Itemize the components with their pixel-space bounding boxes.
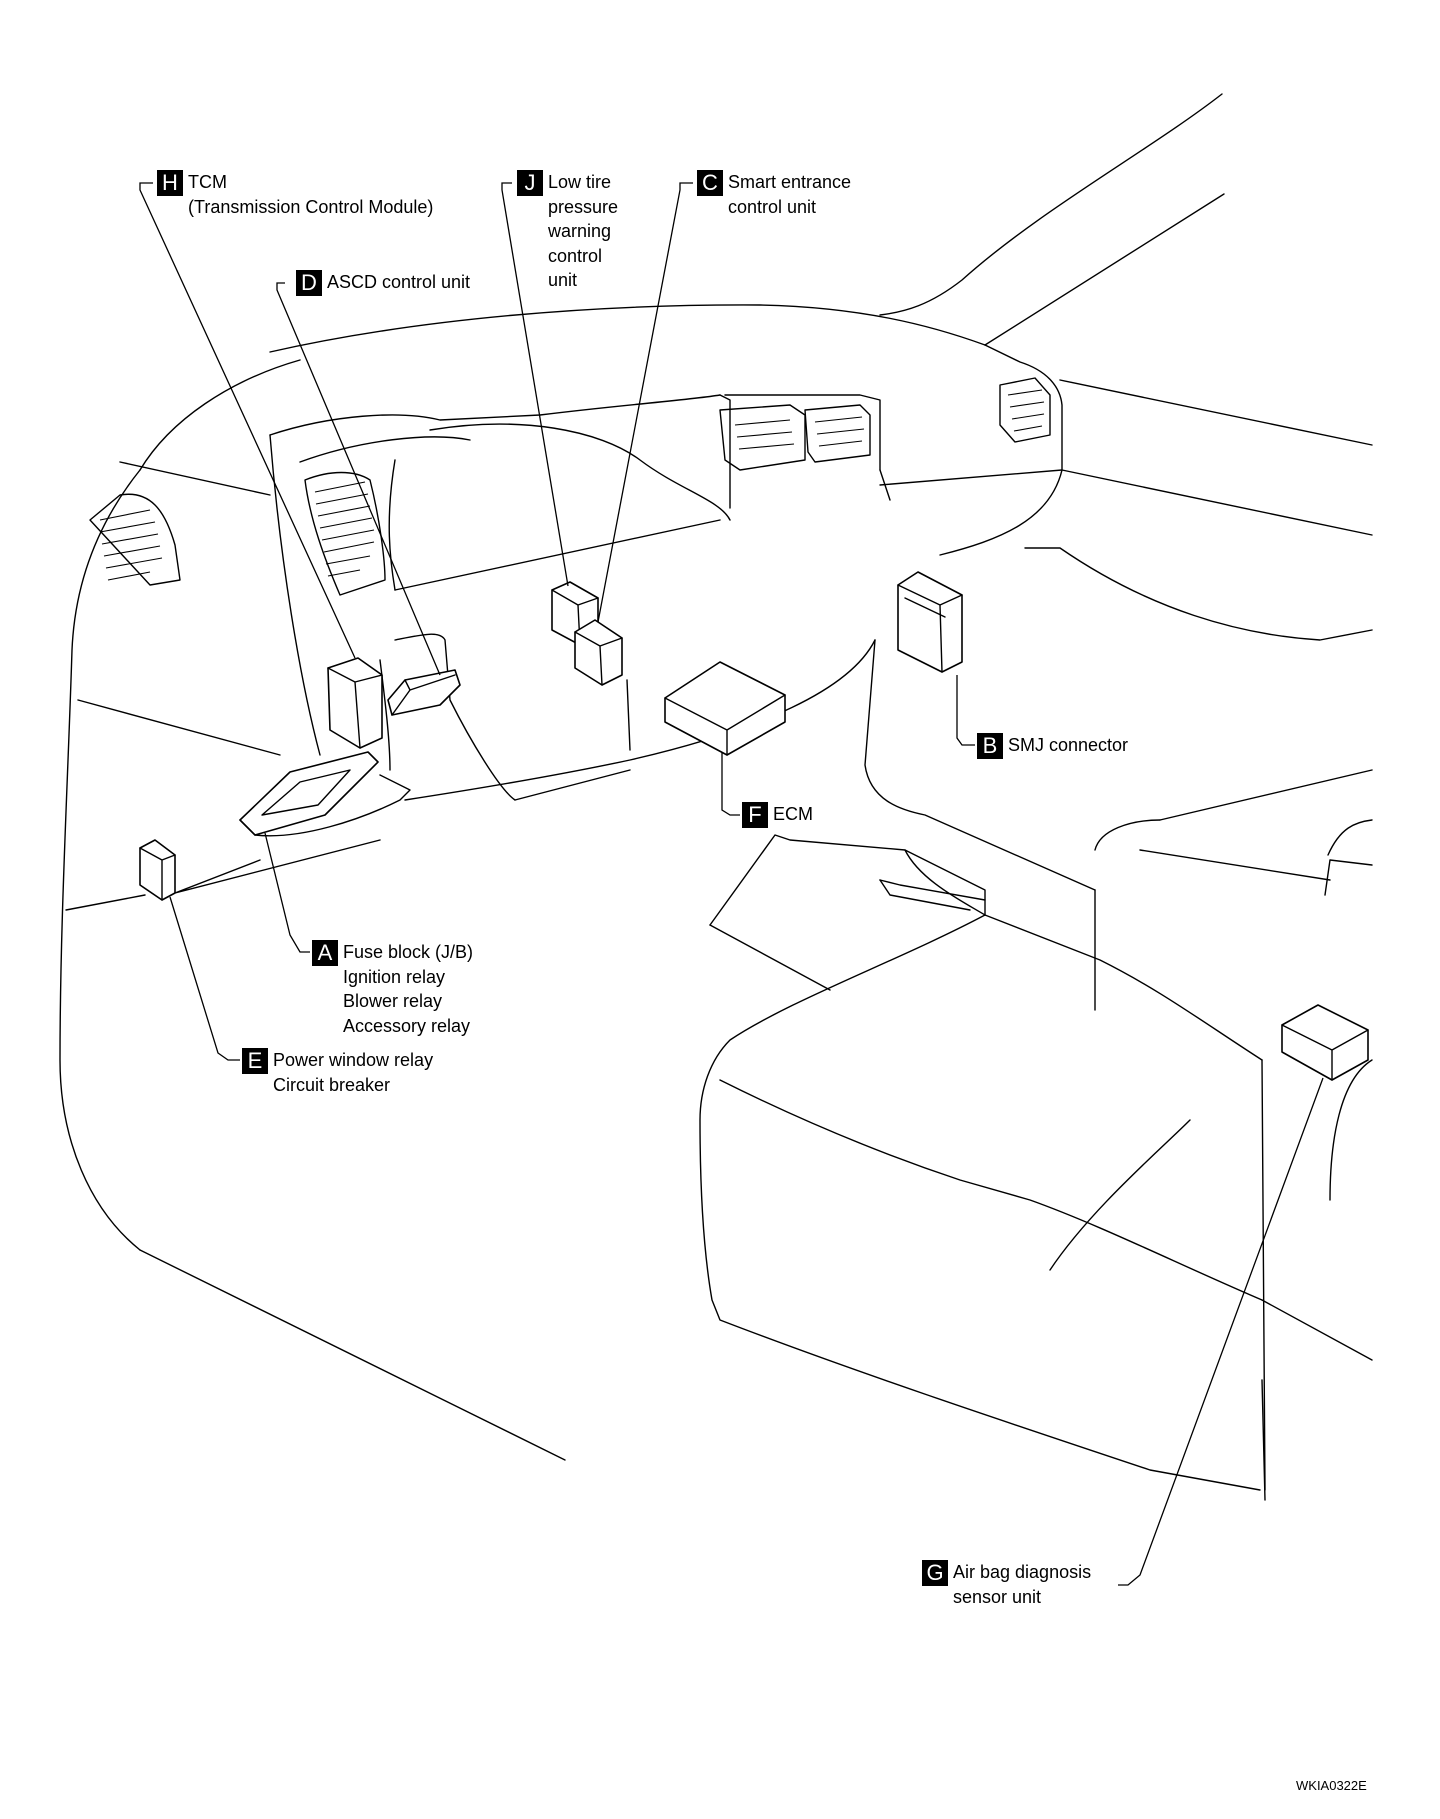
power-window-relay-box: [139, 839, 381, 901]
ascd-control-unit-box: [387, 669, 461, 716]
callout-e-power-window: E Power window relay Circuit breaker: [242, 1048, 433, 1097]
air-bag-diagnosis-sensor-unit-box: [1281, 1004, 1369, 1081]
ecm-box: [664, 661, 786, 756]
callout-text-e: Power window relay Circuit breaker: [273, 1048, 433, 1097]
callout-text-g: Air bag diagnosis sensor unit: [953, 1560, 1091, 1609]
smj-connector-box: [897, 571, 963, 673]
callout-letter-e: E: [242, 1048, 268, 1074]
component-boxes: [139, 571, 1369, 1081]
callout-g-air-bag: G Air bag diagnosis sensor unit: [922, 1560, 1091, 1609]
callout-d-ascd: D ASCD control unit: [296, 270, 470, 296]
callout-letter-f: F: [742, 802, 768, 828]
callout-h-tcm: H TCM (Transmission Control Module): [157, 170, 433, 219]
callout-text-f: ECM: [773, 802, 813, 827]
callout-line: Blower relay: [343, 991, 443, 1011]
fuse-block-box: [239, 751, 411, 837]
callout-letter-b: B: [977, 733, 1003, 759]
callout-line: Circuit breaker: [273, 1074, 391, 1095]
callout-line: Air bag diagnosis: [953, 1562, 1092, 1582]
smart-entrance-control-unit-box: [574, 619, 623, 686]
callout-j-low-tire: J Low tire pressure warning control unit: [517, 170, 618, 293]
callout-line: TCM: [188, 172, 227, 192]
air-vents: [89, 377, 1051, 596]
callout-letter-g: G: [922, 1560, 948, 1586]
callout-line: Smart entrance: [728, 172, 852, 192]
callout-line: (Transmission Control Module): [188, 196, 434, 217]
callout-b-smj: B SMJ connector: [977, 733, 1128, 759]
leader-lines: [139, 182, 1324, 1586]
callout-text-c: Smart entrance control unit: [728, 170, 851, 219]
callout-text-j: Low tire pressure warning control unit: [548, 170, 618, 293]
callout-line: SMJ connector: [1008, 735, 1129, 755]
callout-text-a: Fuse block (J/B) Ignition relay Blower r…: [343, 940, 473, 1038]
callout-line: sensor unit: [953, 1586, 1042, 1607]
callout-letter-c: C: [697, 170, 723, 196]
callout-letter-j: J: [517, 170, 543, 196]
callout-line: Power window relay: [273, 1050, 434, 1070]
callout-line: ECM: [773, 804, 813, 824]
callout-line: ASCD control unit: [327, 272, 471, 292]
callout-letter-d: D: [296, 270, 322, 296]
callout-letter-h: H: [157, 170, 183, 196]
dashboard-outline: [59, 93, 1373, 1501]
callout-line: unit: [548, 270, 578, 290]
callout-text-d: ASCD control unit: [327, 270, 470, 295]
callout-text-h: TCM (Transmission Control Module): [188, 170, 433, 219]
tcm-box: [327, 657, 383, 749]
callout-line: Accessory relay: [343, 1015, 471, 1036]
callout-line: warning: [548, 221, 612, 241]
callout-f-ecm: F ECM: [742, 802, 813, 828]
callout-text-b: SMJ connector: [1008, 733, 1128, 758]
callout-line: control: [548, 245, 603, 266]
figure-code: WKIA0322E: [1296, 1778, 1367, 1793]
callout-line: pressure: [548, 196, 619, 217]
callout-c-smart-entrance: C Smart entrance control unit: [697, 170, 851, 219]
callout-line: Fuse block (J/B): [343, 942, 474, 962]
callout-a-fuse-block: A Fuse block (J/B) Ignition relay Blower…: [312, 940, 473, 1038]
callout-line: Low tire: [548, 172, 612, 192]
callout-letter-a: A: [312, 940, 338, 966]
callout-line: control unit: [728, 196, 817, 217]
callout-line: Ignition relay: [343, 966, 446, 987]
